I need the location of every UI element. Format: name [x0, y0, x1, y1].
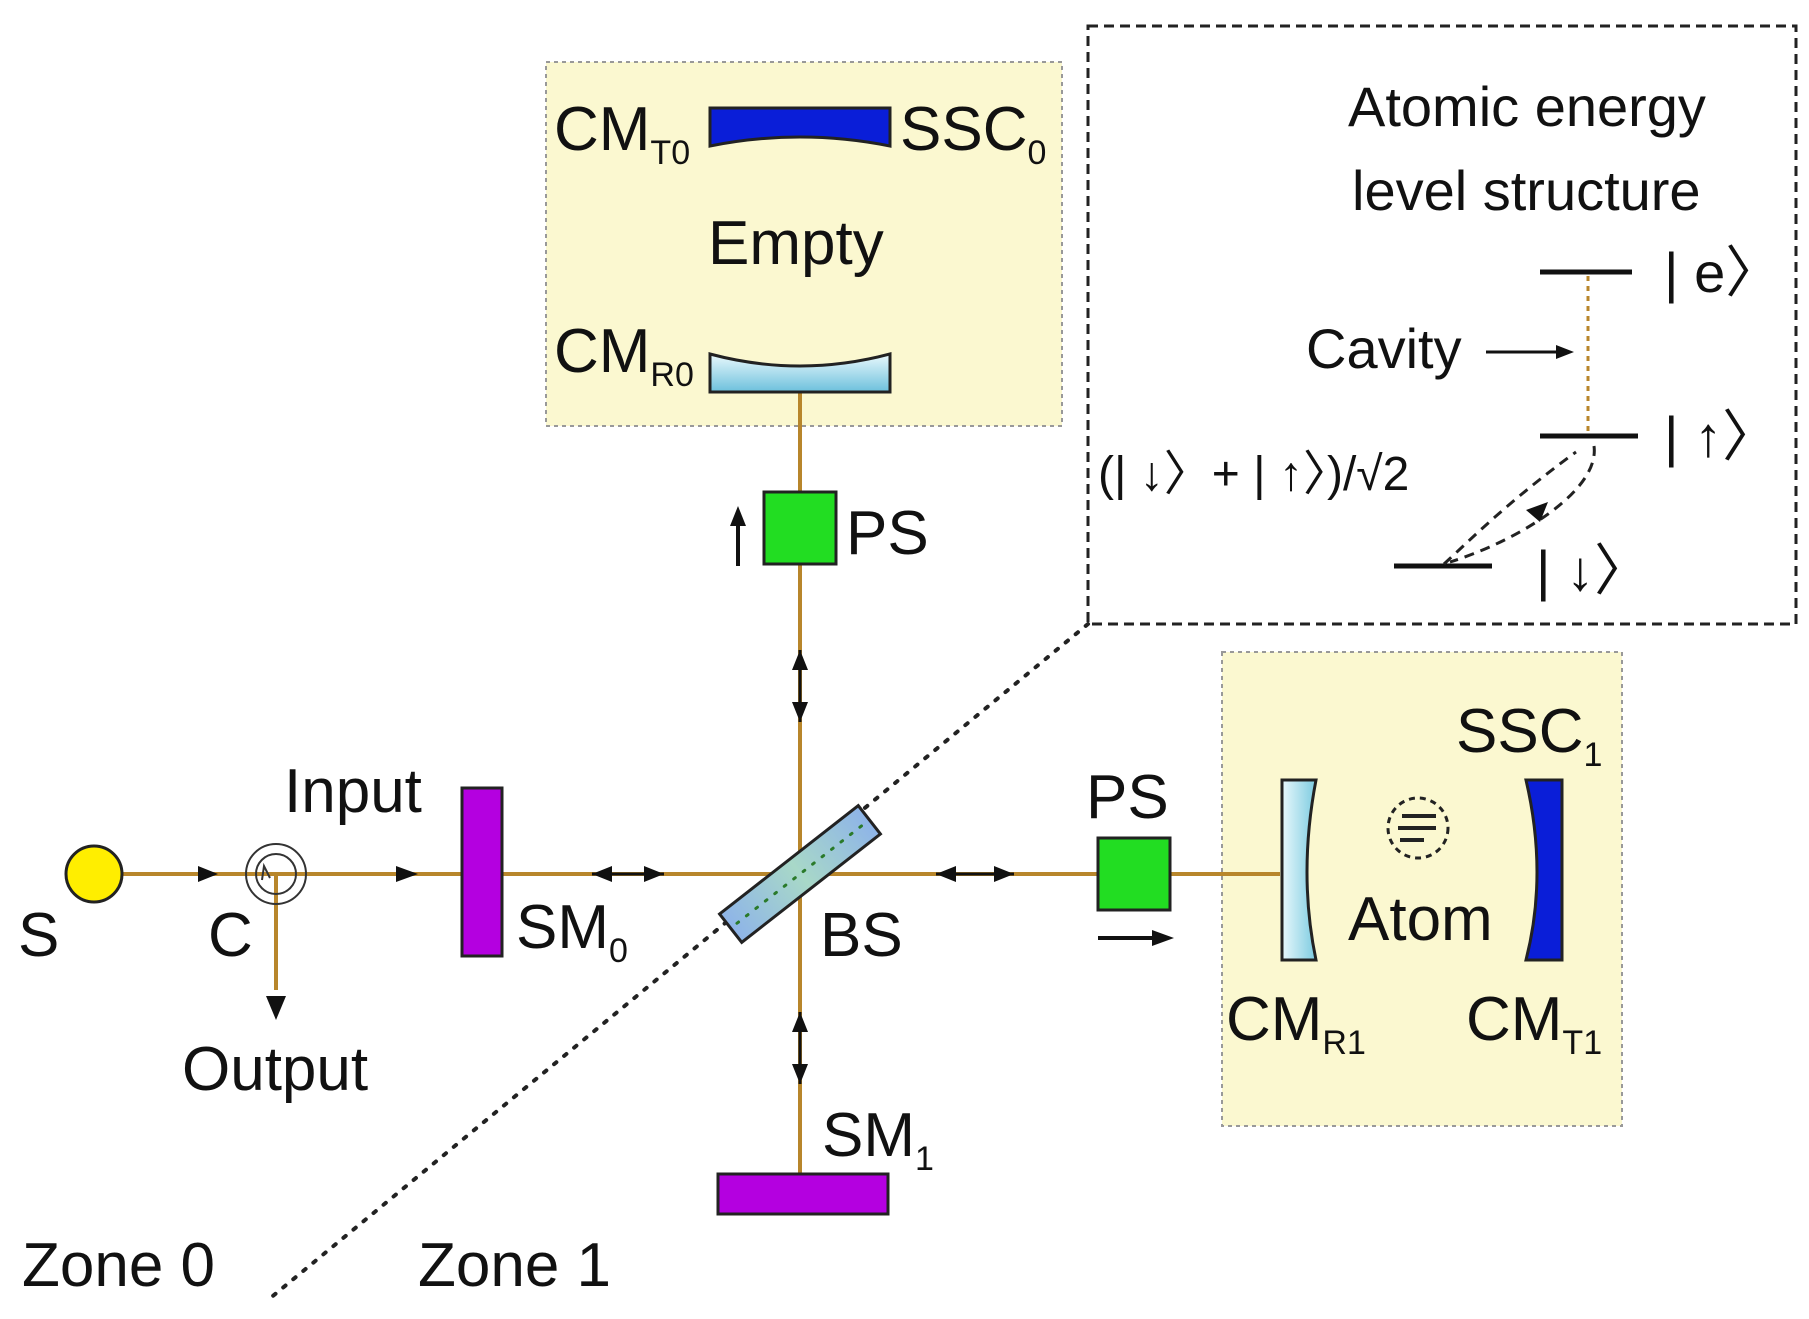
ps-top-label: PS	[846, 499, 929, 568]
cmt1-label: CMT1	[1466, 985, 1602, 1062]
circulator-icon	[245, 843, 307, 905]
level-down-label: | ↓〉	[1536, 539, 1650, 602]
cmr0-mirror	[708, 352, 892, 394]
cmr1-label: CMR1	[1226, 985, 1366, 1062]
atom-icon	[1386, 796, 1450, 860]
ps-top-box	[762, 490, 838, 566]
source-icon	[64, 844, 124, 904]
cavity-arrow	[1486, 345, 1574, 359]
empty-label: Empty	[708, 209, 884, 278]
zone-separator	[266, 622, 1090, 1302]
input-label: Input	[284, 757, 422, 826]
output-label: Output	[182, 1035, 368, 1104]
source-label: S	[18, 901, 59, 970]
zone0-label: Zone 0	[22, 1231, 215, 1300]
beam-arrows	[198, 506, 1174, 1084]
inset-title-line1: Atomic energy	[1348, 75, 1706, 138]
atom-label: Atom	[1348, 885, 1493, 954]
level-e-label: | e〉	[1664, 241, 1781, 304]
ssc0-label: SSC0	[900, 95, 1046, 172]
ps-right-label: PS	[1086, 763, 1169, 832]
cavity-label: Cavity	[1306, 317, 1462, 380]
cmt0-mirror	[708, 106, 892, 148]
cmr1-mirror	[1280, 778, 1318, 962]
energy-levels	[1394, 269, 1638, 569]
inset-title-line2: level structure	[1352, 159, 1701, 222]
sm1-label: SM1	[822, 1101, 934, 1178]
cmt0-label: CMT0	[554, 95, 690, 172]
sm0-label: SM0	[516, 893, 628, 970]
energy-level-inset	[1086, 24, 1798, 626]
cmr0-label: CMR0	[554, 317, 694, 394]
superposition-label: (| ↓〉+ | ↑〉)/√2	[1098, 448, 1409, 501]
sm0-mirror	[460, 786, 504, 958]
level-up-label: | ↑〉	[1664, 405, 1778, 468]
bs-label: BS	[820, 901, 903, 970]
ssc1-label: SSC1	[1456, 697, 1602, 774]
circulator-label: C	[208, 901, 253, 970]
beam-splitter	[717, 803, 883, 945]
ps-right-box	[1096, 836, 1172, 912]
sm1-mirror	[716, 1172, 890, 1216]
cmt1-mirror	[1524, 778, 1564, 962]
zone1-label: Zone 1	[418, 1231, 611, 1300]
